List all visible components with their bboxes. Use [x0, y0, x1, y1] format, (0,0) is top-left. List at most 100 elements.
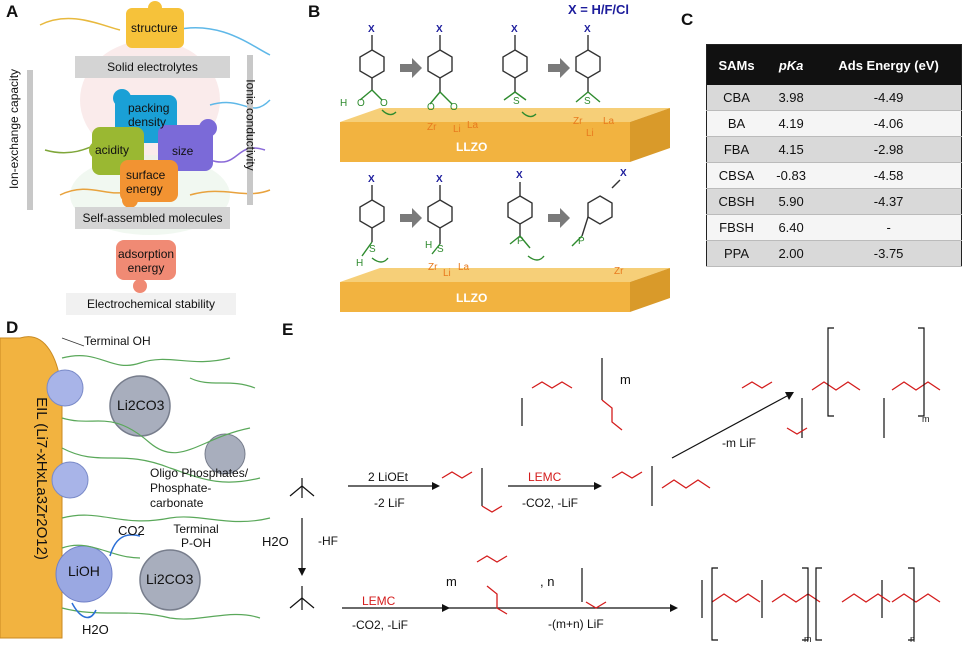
subscript-m-bottom: m — [804, 634, 812, 644]
cell-sam: CBA — [706, 85, 767, 111]
li2co3-label-2: Li2CO3 — [146, 571, 194, 587]
o-atom-2: O — [380, 98, 388, 109]
terminal-oh-label: Terminal OH — [84, 334, 151, 348]
cell-energy: -2.98 — [816, 136, 962, 163]
structure-label: structure — [131, 21, 178, 35]
self-assembled-bar: Self-assembled molecules — [75, 207, 230, 229]
acidity-label: acidity — [95, 143, 130, 157]
li-atom-3: Li — [443, 268, 451, 279]
o-atom-1: O — [357, 98, 365, 109]
cell-energy: -3.75 — [816, 240, 962, 267]
panel-a-letter: A — [6, 2, 19, 21]
lemc-byproduct-2: -CO2, -LiF — [352, 618, 409, 632]
panel-d-letter: D — [6, 318, 19, 337]
final-byproduct: -(m+n) LiF — [548, 617, 604, 631]
p-atom-1: P — [517, 236, 524, 247]
la-atom-3: La — [458, 262, 470, 273]
adsorption-energy-label: adsorption energy — [118, 247, 175, 275]
step3-byproduct: -m LiF — [722, 436, 756, 450]
co2-label: CO2 — [118, 523, 145, 538]
x-atom-7: X — [516, 170, 523, 181]
step1-reagent-text: 2 LiOEt — [368, 470, 409, 484]
cell-pka: 6.40 — [766, 214, 817, 241]
cell-pka: 3.98 — [766, 85, 817, 111]
cell-energy: -4.06 — [816, 110, 962, 137]
x-legend: X = H/F/Cl — [568, 2, 630, 17]
x-atom-1: X — [368, 24, 375, 35]
s-atom-4: S — [437, 244, 444, 255]
h2o-label-d: H2O — [82, 622, 109, 637]
panel-b-letter: B — [308, 2, 321, 21]
llzo-bottom-label: LLZO — [456, 291, 488, 305]
header-pka: pKa — [766, 44, 817, 85]
h-atom-1: H — [340, 98, 348, 109]
panel-b-graphic — [340, 35, 670, 312]
adsorption-energy-piece — [116, 240, 176, 280]
la-atom-1: La — [467, 120, 479, 131]
zr-atom-3: Zr — [428, 262, 438, 273]
x-atom-2: X — [436, 24, 443, 35]
llzo-top-label: LLZO — [456, 140, 488, 154]
table-row: CBSA-0.83-4.58 — [706, 162, 962, 189]
h-atom-2: H — [356, 258, 364, 269]
subscript-m-top: m — [922, 414, 930, 424]
size-label: size — [172, 144, 194, 158]
x-atom-5: X — [368, 174, 375, 185]
lemc-byproduct-1: -CO2, -LiF — [522, 496, 579, 510]
li2co3-label-1: Li2CO3 — [117, 397, 165, 413]
zr-atom-1: Zr — [427, 122, 437, 133]
surface-energy-piece — [120, 160, 178, 202]
m-label-bottom: m — [446, 574, 457, 589]
zr-atom-4: Zr — [614, 266, 624, 277]
surface-energy-label: surface energy — [126, 168, 166, 196]
x-atom-6: X — [436, 174, 443, 185]
ion-exchange-axis: Ion-exchange capacity — [7, 68, 22, 190]
cell-pka: 5.90 — [766, 188, 817, 215]
cell-energy: - — [816, 214, 962, 241]
cell-sam: BA — [706, 110, 767, 137]
p-atom-2: P — [578, 236, 585, 247]
cell-sam: CBSA — [706, 162, 767, 189]
terminal-poh-label: Terminal P-OH — [173, 522, 219, 550]
m-label-top: m — [620, 372, 631, 387]
cell-sam: CBSH — [706, 188, 767, 215]
cell-energy: -4.37 — [816, 188, 962, 215]
oligo-phosphates-label: Oligo Phosphates/ Phosphate-carbonate — [150, 466, 249, 510]
zr-atom-2: Zr — [573, 116, 583, 127]
s-atom-2: S — [584, 96, 591, 107]
ionic-conductivity-axis: Ionic conductivity — [243, 79, 258, 171]
cell-sam: FBSH — [706, 214, 767, 241]
header-ads-energy: Ads Energy (eV) — [816, 44, 962, 85]
panel-d-graphic — [0, 336, 271, 639]
li-atom-1: Li — [453, 124, 461, 135]
electrochemical-stability-bar: Electrochemical stability — [66, 293, 236, 315]
size-piece — [158, 125, 213, 171]
o-atom-3: O — [427, 102, 435, 113]
lemc-label-1: LEMC — [528, 470, 562, 484]
comma-n-label: , n — [540, 574, 555, 589]
panel-c-letter: C — [681, 10, 694, 29]
h-atom-3: H — [425, 240, 433, 251]
x-atom-3: X — [511, 24, 518, 35]
cell-pka: 2.00 — [766, 240, 817, 267]
structure-piece — [126, 8, 184, 48]
cell-pka: 4.19 — [766, 110, 817, 137]
h2o-label-e: H2O — [262, 534, 289, 549]
cell-sam: FBA — [706, 136, 767, 163]
li-atom-2: Li — [586, 128, 594, 139]
cell-pka: 4.15 — [766, 136, 817, 163]
solid-electrolytes-bar: Solid electrolytes — [75, 56, 230, 78]
header-sams: SAMs — [706, 44, 767, 85]
minus-hf-label: -HF — [318, 534, 338, 548]
cell-energy: -4.58 — [816, 162, 962, 189]
subscript-n-bottom: n — [910, 634, 916, 644]
cell-energy: -4.49 — [816, 85, 962, 111]
o-atom-4: O — [450, 102, 458, 113]
lemc-label-2: LEMC — [362, 594, 396, 608]
